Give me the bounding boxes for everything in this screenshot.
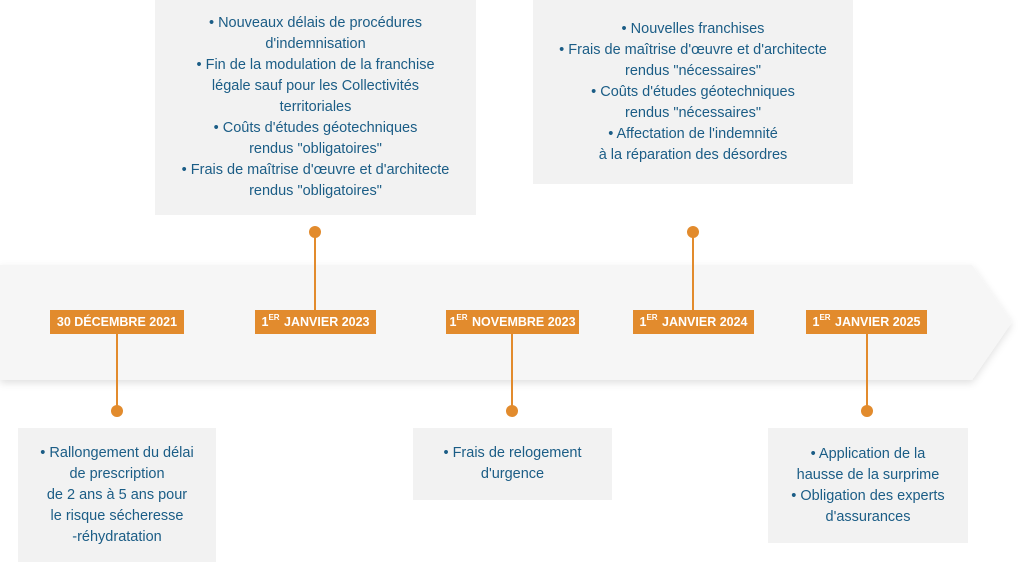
milestone-box-2021-12-30: • Rallongement du délai de prescription … (18, 428, 216, 562)
date-badge-2023-01-01: 1ER JANVIER 2023 (255, 310, 376, 334)
milestone-box-2025-01-01: • Application de la hausse de la surprim… (768, 428, 968, 543)
milestone-box-2023-11-01: • Frais de relogement d'urgence (413, 428, 612, 500)
connector-line (866, 333, 868, 411)
connector-dot (861, 405, 873, 417)
milestone-item: • Frais de maîtrise d'œuvre et d'archite… (559, 41, 827, 79)
date-badge-2025-01-01: 1ER JANVIER 2025 (806, 310, 927, 334)
milestone-item: • Affectation de l'indemnité à la répara… (598, 125, 788, 163)
milestone-item: • Coûts d'études géotechniques rendus "n… (591, 83, 795, 121)
milestone-box-2023-01-01: • Nouveaux délais de procédures d'indemn… (155, 0, 476, 215)
connector-line (314, 232, 316, 310)
date-badge-2023-11-01: 1ER NOVEMBRE 2023 (446, 310, 579, 334)
milestone-item: • Coûts d'études géotechniques rendus "o… (213, 120, 418, 157)
milestone-item: • Application de la hausse de la surprim… (796, 445, 940, 483)
milestone-item: • Frais de relogement d'urgence (443, 445, 582, 482)
milestone-item: • Rallongement du délai de prescription … (40, 444, 194, 545)
milestone-item: • Nouvelles franchises (621, 20, 765, 37)
connector-line (511, 333, 513, 411)
date-badge-2024-01-01: 1ER JANVIER 2024 (633, 310, 754, 334)
milestone-item: • Frais de maîtrise d'œuvre et d'archite… (181, 162, 450, 199)
milestone-box-2024-01-01: • Nouvelles franchises • Frais de maîtri… (533, 0, 853, 184)
connector-dot (506, 405, 518, 417)
connector-dot (111, 405, 123, 417)
milestone-item: • Fin de la modulation de la franchise l… (196, 57, 435, 115)
connector-line (116, 333, 118, 411)
milestone-item: • Nouveaux délais de procédures d'indemn… (208, 15, 423, 52)
date-badge-2021-12-30: 30 DÉCEMBRE 2021 (50, 310, 184, 334)
connector-line (692, 232, 694, 310)
milestone-item: • Obligation des experts d'assurances (791, 487, 945, 525)
